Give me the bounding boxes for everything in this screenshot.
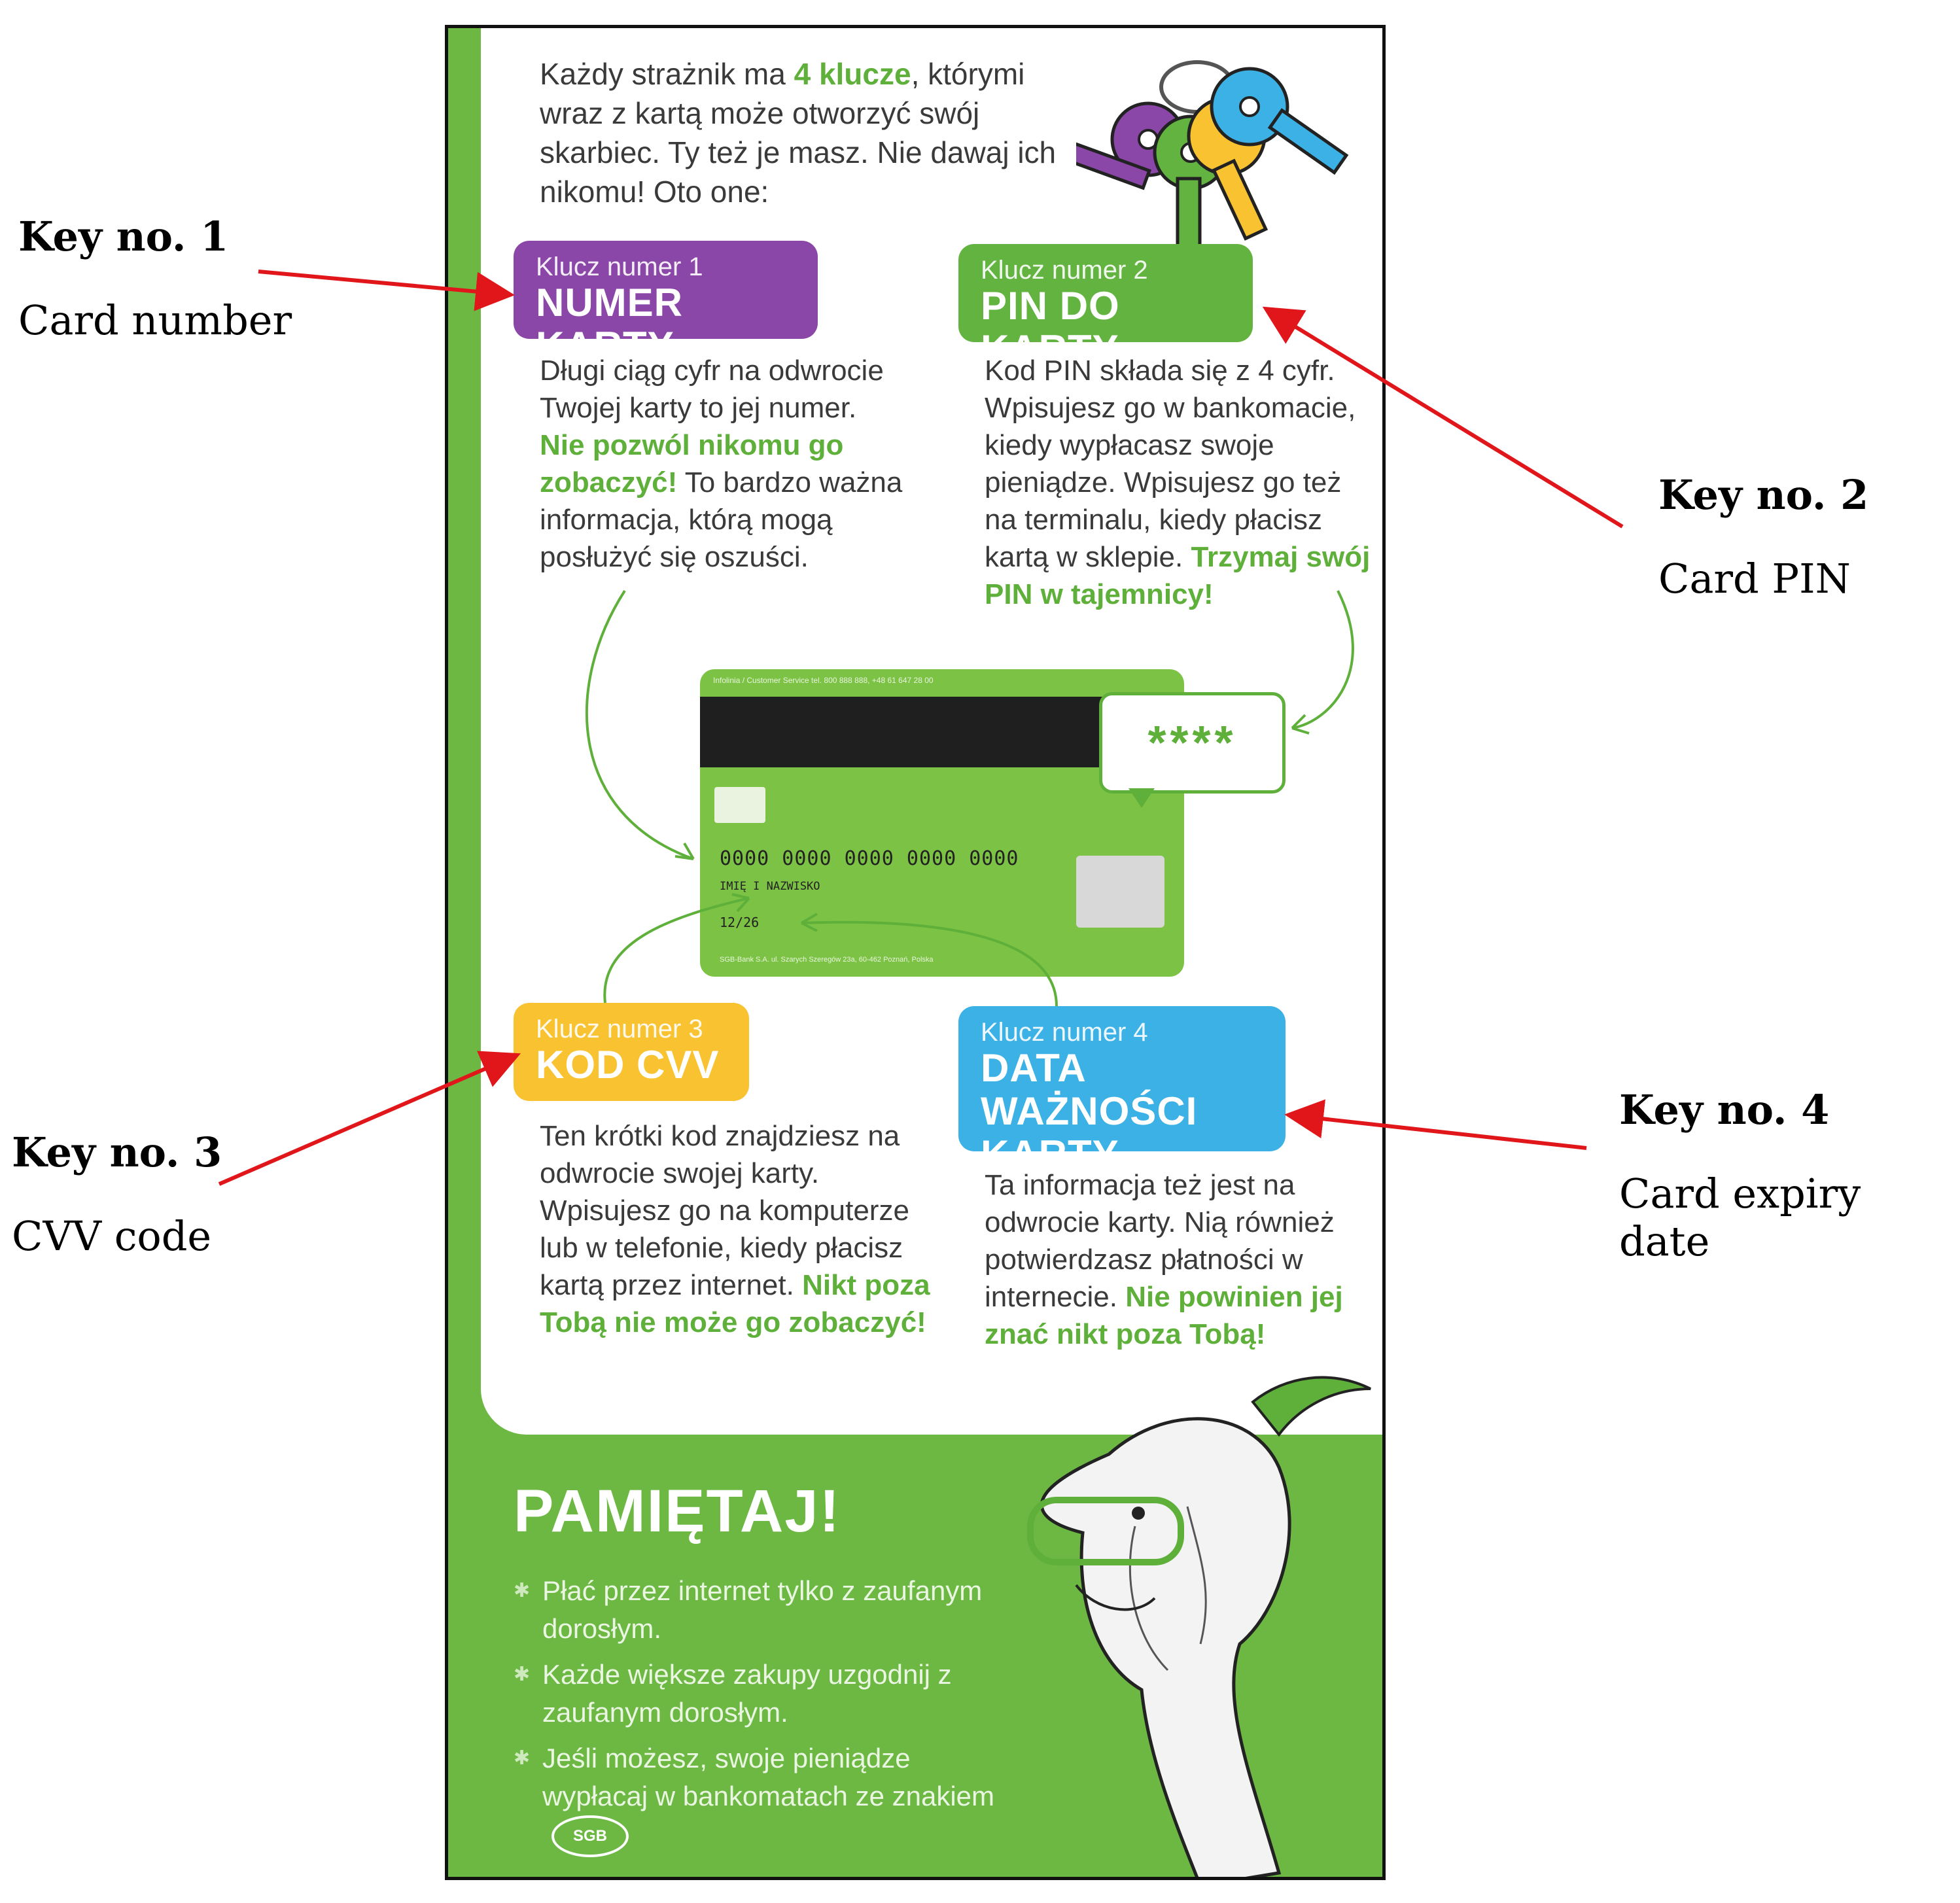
card-expiry: 12/26 [720,915,760,930]
key-1-warning: Nie pozwól nikomu go zobaczyć! [540,429,844,498]
annotation-key-1-title: Key no. 1 [18,213,229,260]
connector-key-2 [1291,590,1354,729]
remember-tip-1: Płać przez internet tylko z zaufanym dor… [542,1575,983,1644]
annotation-key-3-title: Key no. 3 [12,1128,222,1176]
intro-text: Każdy strażnik ma 4 klucze, którymi wraz… [540,54,1076,211]
goat-body [1040,1417,1291,1877]
remember-tip: Płać przez internet tylko z zaufanym dor… [514,1572,1011,1648]
annotation-key-2-subtitle: Card PIN [1658,555,1851,602]
key-2-box: Klucz numer 2 PIN DO KARTY [958,244,1253,371]
intro-highlight: 4 klucze [794,57,911,91]
remember-tip-3: Jeśli możesz, swoje pieniądze wypłacaj w… [542,1743,994,1811]
card-footer: SGB-Bank S.A. ul. Szarych Szeregów 23a, … [720,956,934,964]
pin-bubble-tail [1129,788,1155,808]
key-3-title: KOD CVV [536,1043,720,1087]
key-1-description: Długi ciąg cyfr na odwrocie Twojej karty… [540,352,906,576]
key-4-box: Klucz numer 4 DATA WAŻNOŚCI KARTY [958,1006,1286,1176]
key-3-box: Klucz numer 3 KOD CVV [514,1003,749,1101]
key-4-description: Ta informacja też jest na odwrocie karty… [985,1166,1377,1353]
leaflet-connector-arrows [585,589,1354,1007]
key-3-description: Ten krótki kod znajdziesz na odwrocie sw… [540,1117,932,1341]
annotation-key-3: Key no. 3 CVV code [12,1128,222,1260]
annotation-key-1: Key no. 1 Card number [18,213,292,344]
key-2-warning: Trzymaj swój PIN w tajemnicy! [985,541,1371,610]
connector-key-1 [585,589,694,860]
key-2-title: PIN DO KARTY [981,284,1120,371]
annotation-key-1-subtitle: Card number [18,296,292,344]
connector-key-3 [603,897,750,1004]
annotation-key-3-subtitle: CVV code [12,1212,212,1260]
leaflet-page: Każdy strażnik ma 4 klucze, którymi wraz… [445,25,1386,1880]
key-1-box: Klucz numer 1 NUMER KARTY [514,241,818,368]
intro-part-1: Każdy strażnik ma [540,57,794,91]
key-1-number-label: Klucz numer 1 [536,253,703,281]
remember-tip: Każde większe zakupy uzgodnij z zaufanym… [514,1656,1011,1732]
card-cvv-panel [714,787,765,823]
intro-part-2: , którymi wraz z kartą może otworzyć swó… [540,57,1057,209]
annotation-key-2-title: Key no. 2 [1658,471,1869,519]
remember-title: PAMIĘTAJ! [514,1478,841,1545]
card-number: 0000 0000 0000 0000 0000 [720,847,1019,870]
sgb-logo: SGB [551,1815,629,1857]
pin-mask: **** [1147,717,1237,769]
goat-illustration [1027,1376,1371,1877]
key-2-number-label: Klucz numer 2 [981,256,1148,285]
annotation-key-2: Key no. 2 Card PIN [1658,471,1868,602]
key-4-text: Ta informacja też jest na odwrocie karty… [985,1169,1335,1313]
key-4-title: DATA WAŻNOŚCI KARTY [981,1046,1198,1176]
key-3-warning: Nikt poza Tobą nie może go zobaczyć! [540,1269,930,1338]
key-4-number-label: Klucz numer 4 [981,1018,1148,1047]
connector-key-4 [801,920,1058,1007]
annotation-key-4-subtitle: Card expiry date [1619,1170,1861,1265]
remember-tip: Jeśli możesz, swoje pieniądze wypłacaj w… [514,1739,1011,1857]
pin-bubble: **** [1099,692,1286,794]
card-hologram [1076,856,1164,928]
key-1-title: NUMER KARTY [536,281,683,368]
remember-tips: Płać przez internet tylko z zaufanym dor… [514,1572,1011,1865]
remember-tip-2: Każde większe zakupy uzgodnij z zaufanym… [542,1659,952,1728]
key-4-warning: Nie powinien jej znać nikt poza Tobą! [985,1281,1343,1350]
keys-illustration [1076,60,1349,249]
blue-key-icon [1210,67,1349,175]
annotation-key-4: Key no. 4 Card expiry date [1619,1086,1960,1265]
goat-horn-icon [1251,1376,1371,1437]
key-3-text: Ten krótki kod znajdziesz na odwrocie sw… [540,1120,909,1301]
card-holder-name: IMIĘ I NAZWISKO [720,880,820,893]
key-1-text-after: To bardzo ważna informacja, którą mogą p… [540,466,903,573]
annotation-key-4-title: Key no. 4 [1619,1086,1830,1134]
card-service-line: Infolinia / Customer Service tel. 800 88… [713,676,934,685]
key-1-text: Długi ciąg cyfr na odwrocie Twojej karty… [540,355,884,424]
key-3-number-label: Klucz numer 3 [536,1015,703,1043]
goat-glasses-icon [1027,1497,1184,1565]
